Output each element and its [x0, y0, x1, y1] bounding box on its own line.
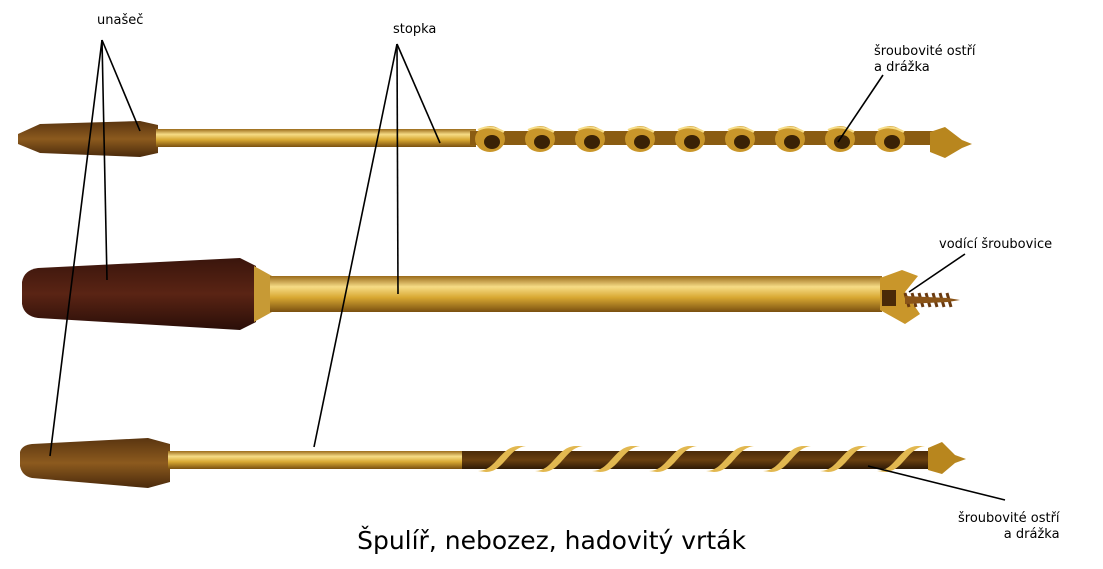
bit-middle [22, 258, 960, 330]
helix-groove [734, 135, 750, 149]
label-helix-top-line-1: šroubovité ostří [874, 44, 976, 60]
label-helix-top-line-2: a drážka [874, 60, 976, 76]
helix-groove [884, 135, 900, 149]
label-shank: stopka [393, 22, 436, 38]
bit-bottom-driver-tang [20, 438, 170, 488]
label-helix-top: šroubovité ostří a drážka [874, 44, 976, 76]
label-helix-bottom-line-1: šroubovité ostří [958, 511, 1060, 527]
leader-driver-2 [102, 40, 107, 280]
leader-shank-3 [314, 44, 397, 447]
leader-driver-1 [102, 40, 140, 131]
bit-bottom-shank [168, 451, 468, 469]
helix-groove [684, 135, 700, 149]
label-lead-screw: vodící šroubovice [939, 237, 1052, 253]
lead-screw-core [905, 296, 960, 304]
bit-bottom-helix-core [462, 451, 938, 469]
helix-groove [784, 135, 800, 149]
leader-driver-3 [50, 40, 102, 456]
helix-groove [534, 135, 550, 149]
bit-bottom [20, 438, 966, 488]
label-driver: unašeč [97, 13, 143, 29]
bit-top-shank [156, 129, 476, 147]
helix-groove [634, 135, 650, 149]
bit-middle-cutter-gap [882, 290, 896, 306]
bit-middle-driver-tang [22, 258, 256, 330]
bit-middle-collar [254, 266, 272, 322]
bit-top-tip [930, 127, 972, 158]
helix-groove [584, 135, 600, 149]
caption: Špulíř, nebozez, hadovitý vrták [0, 526, 1103, 555]
bit-middle-shank [270, 276, 882, 312]
bit-top [18, 121, 972, 158]
helix-groove [484, 135, 500, 149]
leader-shank-1 [397, 44, 440, 143]
leader-lead-screw [909, 254, 965, 292]
leader-shank-2 [397, 44, 398, 294]
bit-bottom-tip [928, 442, 966, 474]
